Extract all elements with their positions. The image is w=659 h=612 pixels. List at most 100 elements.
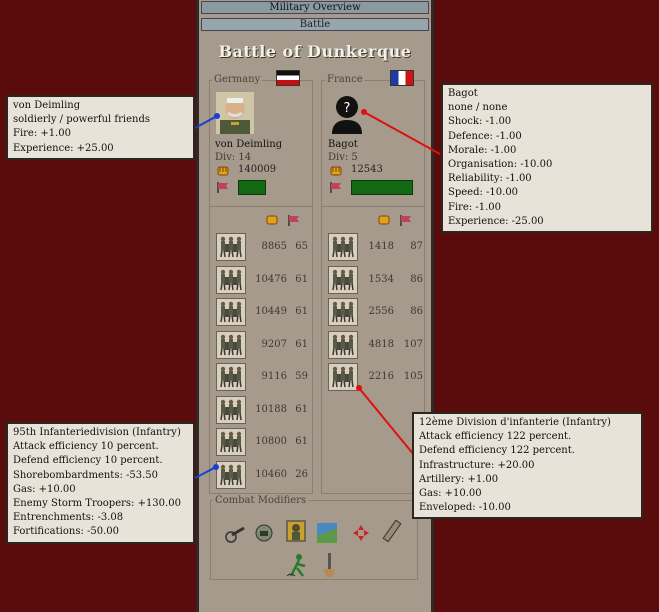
german-unit-strength: 10188 xyxy=(255,403,287,415)
german-unit-icon[interactable] xyxy=(216,233,246,261)
tooltip-line: von Deimling xyxy=(13,100,81,111)
german-unit-strength: 10460 xyxy=(255,468,287,480)
french-strength-bar xyxy=(351,180,413,195)
german-unit-strength: 8865 xyxy=(261,241,287,252)
tooltip-line: soldierly / powerful friends xyxy=(13,114,150,126)
shore-bombardment-icon[interactable] xyxy=(316,522,338,544)
tooltip-line: 12ème Division d'infanterie (Infantry) xyxy=(419,417,611,428)
german-unit-tooltip: 95th Infanteriedivision (Infantry)Attack… xyxy=(6,422,195,544)
german-unit-strength: 9116 xyxy=(261,371,287,382)
tooltip-line: Entrenchments: -3.08 xyxy=(13,512,124,524)
french-unit-organisation: 87 xyxy=(410,241,423,252)
tooltip-line: none / none xyxy=(448,102,508,114)
enveloped-icon[interactable] xyxy=(350,522,372,544)
tab-battle[interactable]: Battle xyxy=(201,18,429,31)
tooltip-line: Experience: +25.00 xyxy=(13,142,114,154)
german-unit-organisation: 61 xyxy=(295,273,308,285)
tooltip-line: Bagot xyxy=(448,88,478,99)
tooltip-line: Infrastructure: +20.00 xyxy=(419,459,535,471)
german-unit-organisation: 61 xyxy=(295,403,308,415)
french-unit-organisation: 86 xyxy=(410,306,423,317)
french-unit-organisation: 86 xyxy=(410,273,423,285)
german-country-label: Germany xyxy=(212,74,263,85)
german-unit-organisation: 61 xyxy=(295,306,308,317)
french-leader-name: Bagot xyxy=(328,139,358,150)
fist-icon xyxy=(217,166,229,176)
combat-modifiers-label: Combat Modifiers xyxy=(213,495,309,506)
french-strength: 12543 xyxy=(351,164,383,175)
french-unit-icon[interactable] xyxy=(328,330,358,359)
infrastructure-icon[interactable] xyxy=(318,552,340,578)
tooltip-line: Defend efficiency 10 percent. xyxy=(13,455,163,467)
german-unit-icon[interactable] xyxy=(216,265,246,294)
german-unit-organisation: 61 xyxy=(295,436,308,447)
leader-icon[interactable] xyxy=(285,520,307,542)
divider xyxy=(322,206,424,207)
german-unit-organisation: 65 xyxy=(295,241,308,252)
french-unit-icon[interactable] xyxy=(328,298,358,326)
morale-flag-icon xyxy=(217,182,228,193)
combat-modifiers-frame xyxy=(210,500,418,580)
tooltip-line: Speed: -10.00 xyxy=(448,187,519,199)
tooltip-line: Gas: +10.00 xyxy=(13,483,76,495)
french-leader-portrait[interactable]: ? xyxy=(328,92,366,134)
german-unit-icon[interactable] xyxy=(216,298,246,326)
german-unit-organisation: 61 xyxy=(295,338,308,350)
french-unit-strength: 4818 xyxy=(368,338,394,350)
french-unit-strength: 2556 xyxy=(368,306,394,317)
tooltip-line: Fortifications: -50.00 xyxy=(13,526,120,538)
german-unit-icon[interactable] xyxy=(216,330,246,359)
french-flag-icon xyxy=(390,70,414,86)
svg-text:?: ? xyxy=(344,101,351,116)
tooltip-line: Artillery: +1.00 xyxy=(419,473,499,485)
tooltip-line: Attack efficiency 10 percent. xyxy=(13,441,159,453)
entrenchment-icon[interactable] xyxy=(285,552,311,578)
german-unit-icon[interactable] xyxy=(216,363,246,391)
tooltip-line: Experience: -25.00 xyxy=(448,215,544,227)
german-leader-tooltip: von Deimling soldierly / powerful friends… xyxy=(6,95,195,160)
tooltip-line: Enemy Storm Troopers: +130.00 xyxy=(13,498,181,510)
french-unit-strength: 2216 xyxy=(368,371,394,382)
organisation-flag-icon xyxy=(288,215,299,226)
tooltip-line: Morale: -1.00 xyxy=(448,144,517,156)
attack-fist-icon xyxy=(378,215,390,225)
french-div-count: Div: 5 xyxy=(328,152,358,163)
french-unit-icon[interactable] xyxy=(328,363,358,391)
german-unit-icon[interactable] xyxy=(216,460,246,489)
tooltip-line: Fire: -1.00 xyxy=(448,201,502,213)
german-leader-name: von Deimling xyxy=(215,139,283,150)
german-unit-icon[interactable] xyxy=(216,428,246,456)
french-unit-organisation: 105 xyxy=(403,371,423,382)
german-leader-portrait[interactable] xyxy=(216,92,254,134)
fortifications-icon[interactable] xyxy=(381,520,403,542)
tooltip-line: Reliability: -1.00 xyxy=(448,173,532,185)
french-unit-strength: 1418 xyxy=(368,241,394,252)
tooltip-line: Gas: +10.00 xyxy=(419,488,482,500)
french-country-label: France xyxy=(325,74,365,85)
divider xyxy=(210,206,312,207)
german-flag-icon xyxy=(276,70,300,86)
french-unit-icon[interactable] xyxy=(328,233,358,261)
tooltip-line: Shorebombardments: -53.50 xyxy=(13,469,159,481)
storm-troopers-icon[interactable] xyxy=(253,522,275,544)
battle-title: Battle of Dunkerque xyxy=(218,42,412,61)
attack-fist-icon xyxy=(266,215,278,225)
military-overview-header[interactable]: Military Overview xyxy=(201,1,429,14)
morale-flag-icon xyxy=(330,182,341,193)
artillery-icon[interactable] xyxy=(224,522,246,544)
tooltip-line: Defence: -1.00 xyxy=(448,130,522,142)
tooltip-line: Fire: +1.00 xyxy=(13,128,72,140)
german-unit-icon[interactable] xyxy=(216,395,246,424)
german-unit-strength: 10476 xyxy=(255,273,287,285)
tooltip-line: Enveloped: -10.00 xyxy=(419,502,511,514)
french-unit-strength: 1534 xyxy=(368,273,394,285)
german-strength: 140009 xyxy=(238,164,277,175)
fist-icon xyxy=(330,166,342,176)
tooltip-line: Organisation: -10.00 xyxy=(448,159,553,171)
german-unit-strength: 10449 xyxy=(255,306,287,317)
organisation-flag-icon xyxy=(400,215,411,226)
french-unit-icon[interactable] xyxy=(328,265,358,294)
french-side-frame xyxy=(321,80,425,494)
german-unit-organisation: 59 xyxy=(295,371,308,382)
